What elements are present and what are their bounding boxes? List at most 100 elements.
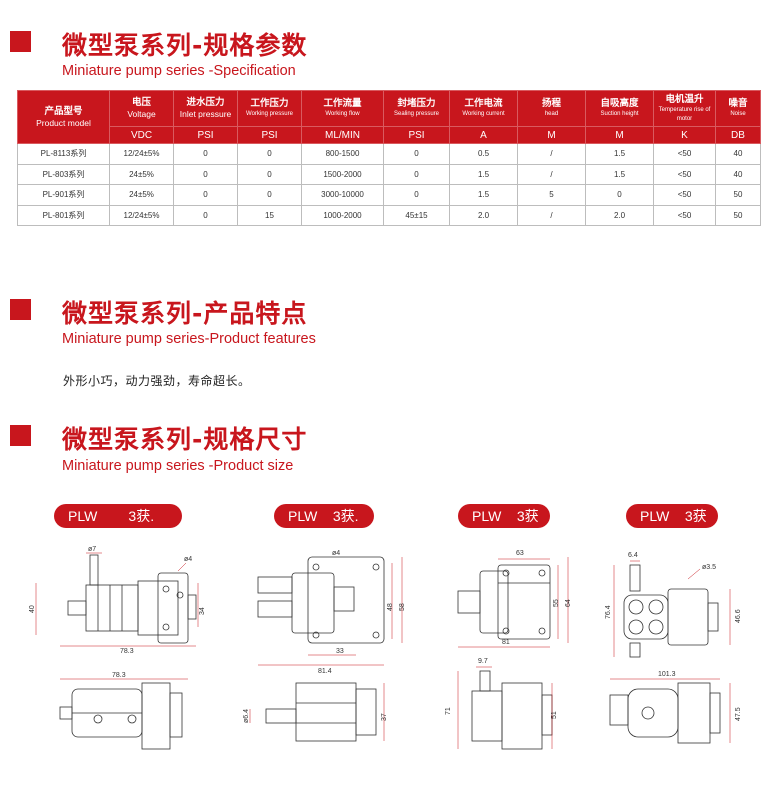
table-cell: 0 <box>383 184 450 206</box>
table-cell: / <box>517 143 586 165</box>
model-header-cell: 产品型号 Product model <box>17 90 110 144</box>
pump-drawing-4: 6.4 ø3.5 76.4 46.6 101.3 47.5 <box>605 552 742 744</box>
pump-drawing-2: ø4 48 58 33 81.4 ø6.4 37 <box>243 550 406 742</box>
dim-label: 81 <box>502 639 510 646</box>
dim-label: 34 <box>199 607 206 615</box>
model-cell: PL-901系列 <box>17 184 110 206</box>
table-cell: 0 <box>173 163 238 185</box>
dim-label: 9.7 <box>478 658 488 665</box>
section-square-icon <box>10 31 31 52</box>
table-cell: / <box>517 163 586 185</box>
dim-label: ø4 <box>332 550 340 557</box>
table-cell: 12/24±5% <box>109 143 174 165</box>
dim-label: 71 <box>445 707 452 715</box>
section-title: 微型泵系列-规格尺寸 <box>62 425 308 454</box>
dim-label: 55 <box>553 599 560 607</box>
table-cell: <50 <box>653 143 716 165</box>
section-subtitle: Miniature pump series -Product size <box>62 458 294 474</box>
table-cell: 3000-10000 <box>301 184 384 206</box>
table-cell: 0 <box>173 184 238 206</box>
table-cell: 5 <box>517 184 586 206</box>
unit-cell: PSI <box>383 126 450 144</box>
dim-label: 51 <box>551 711 558 719</box>
table-cell: 40 <box>715 143 761 165</box>
table-cell: 0 <box>237 184 302 206</box>
table-cell: 15 <box>237 204 302 226</box>
dim-label: 76.4 <box>605 605 612 619</box>
dim-label: 81.4 <box>318 668 332 675</box>
table-cell: 0 <box>383 143 450 165</box>
dim-label: 37 <box>381 713 388 721</box>
model-cell: PL-801系列 <box>17 204 110 226</box>
table-cell: 1.5 <box>585 163 654 185</box>
table-cell: / <box>517 204 586 226</box>
model-badge: PLW 3获. <box>274 504 374 528</box>
table-cell: 0 <box>585 184 654 206</box>
dim-label: 46.6 <box>735 609 742 623</box>
unit-cell: M <box>585 126 654 144</box>
section-title: 微型泵系列-产品特点 <box>62 299 308 328</box>
dim-label: 6.4 <box>628 552 638 559</box>
dim-label: 33 <box>336 648 344 655</box>
dim-label: 78.3 <box>112 672 126 679</box>
table-cell: 0 <box>237 143 302 165</box>
table-cell: 50 <box>715 204 761 226</box>
pump-drawing-3: 63 55 64 81 9.7 71 51 <box>445 550 572 750</box>
table-cell: 24±5% <box>109 163 174 185</box>
unit-cell: PSI <box>173 126 238 144</box>
dim-label: 78.3 <box>120 648 134 655</box>
unit-cell: K <box>653 126 716 144</box>
model-badge: PLW 3获. <box>54 504 182 528</box>
dim-label: 63 <box>516 550 524 557</box>
dim-label: 40 <box>29 605 36 613</box>
unit-cell: DB <box>715 126 761 144</box>
table-cell: 0.5 <box>449 143 518 165</box>
model-badge: PLW 3获 <box>458 504 550 528</box>
table-cell: <50 <box>653 204 716 226</box>
table-cell: 1.5 <box>449 184 518 206</box>
dim-label: ø4 <box>184 556 192 563</box>
model-badge: PLW 3获 <box>626 504 718 528</box>
dim-label: 48 <box>387 603 394 611</box>
table-cell: 1500-2000 <box>301 163 384 185</box>
table-cell: 1000-2000 <box>301 204 384 226</box>
dim-label: ø7 <box>88 546 96 553</box>
section-subtitle: Miniature pump series -Specification <box>62 63 296 79</box>
unit-cell: PSI <box>237 126 302 144</box>
table-cell: 800-1500 <box>301 143 384 165</box>
pump-drawing-1: ø7 ø4 40 34 78.3 78.3 <box>29 546 206 750</box>
table-cell: 40 <box>715 163 761 185</box>
dim-label: ø3.5 <box>702 564 716 571</box>
table-cell: 50 <box>715 184 761 206</box>
table-cell: <50 <box>653 184 716 206</box>
section-subtitle: Miniature pump series-Product features <box>62 331 316 347</box>
table-cell: 0 <box>383 163 450 185</box>
table-cell: 45±15 <box>383 204 450 226</box>
unit-cell: ML/MIN <box>301 126 384 144</box>
model-cell: PL-803系列 <box>17 163 110 185</box>
table-cell: 2.0 <box>449 204 518 226</box>
feature-text: 外形小巧，动力强劲，寿命超长。 <box>63 374 251 388</box>
dim-label: 64 <box>565 599 572 607</box>
section-square-icon <box>10 425 31 446</box>
section-title: 微型泵系列-规格参数 <box>62 31 308 60</box>
dim-label: ø6.4 <box>243 709 250 723</box>
table-cell: 12/24±5% <box>109 204 174 226</box>
section-square-icon <box>10 299 31 320</box>
table-cell: 0 <box>237 163 302 185</box>
dim-label: 47.5 <box>735 707 742 721</box>
model-cell: PL-8113系列 <box>17 143 110 165</box>
